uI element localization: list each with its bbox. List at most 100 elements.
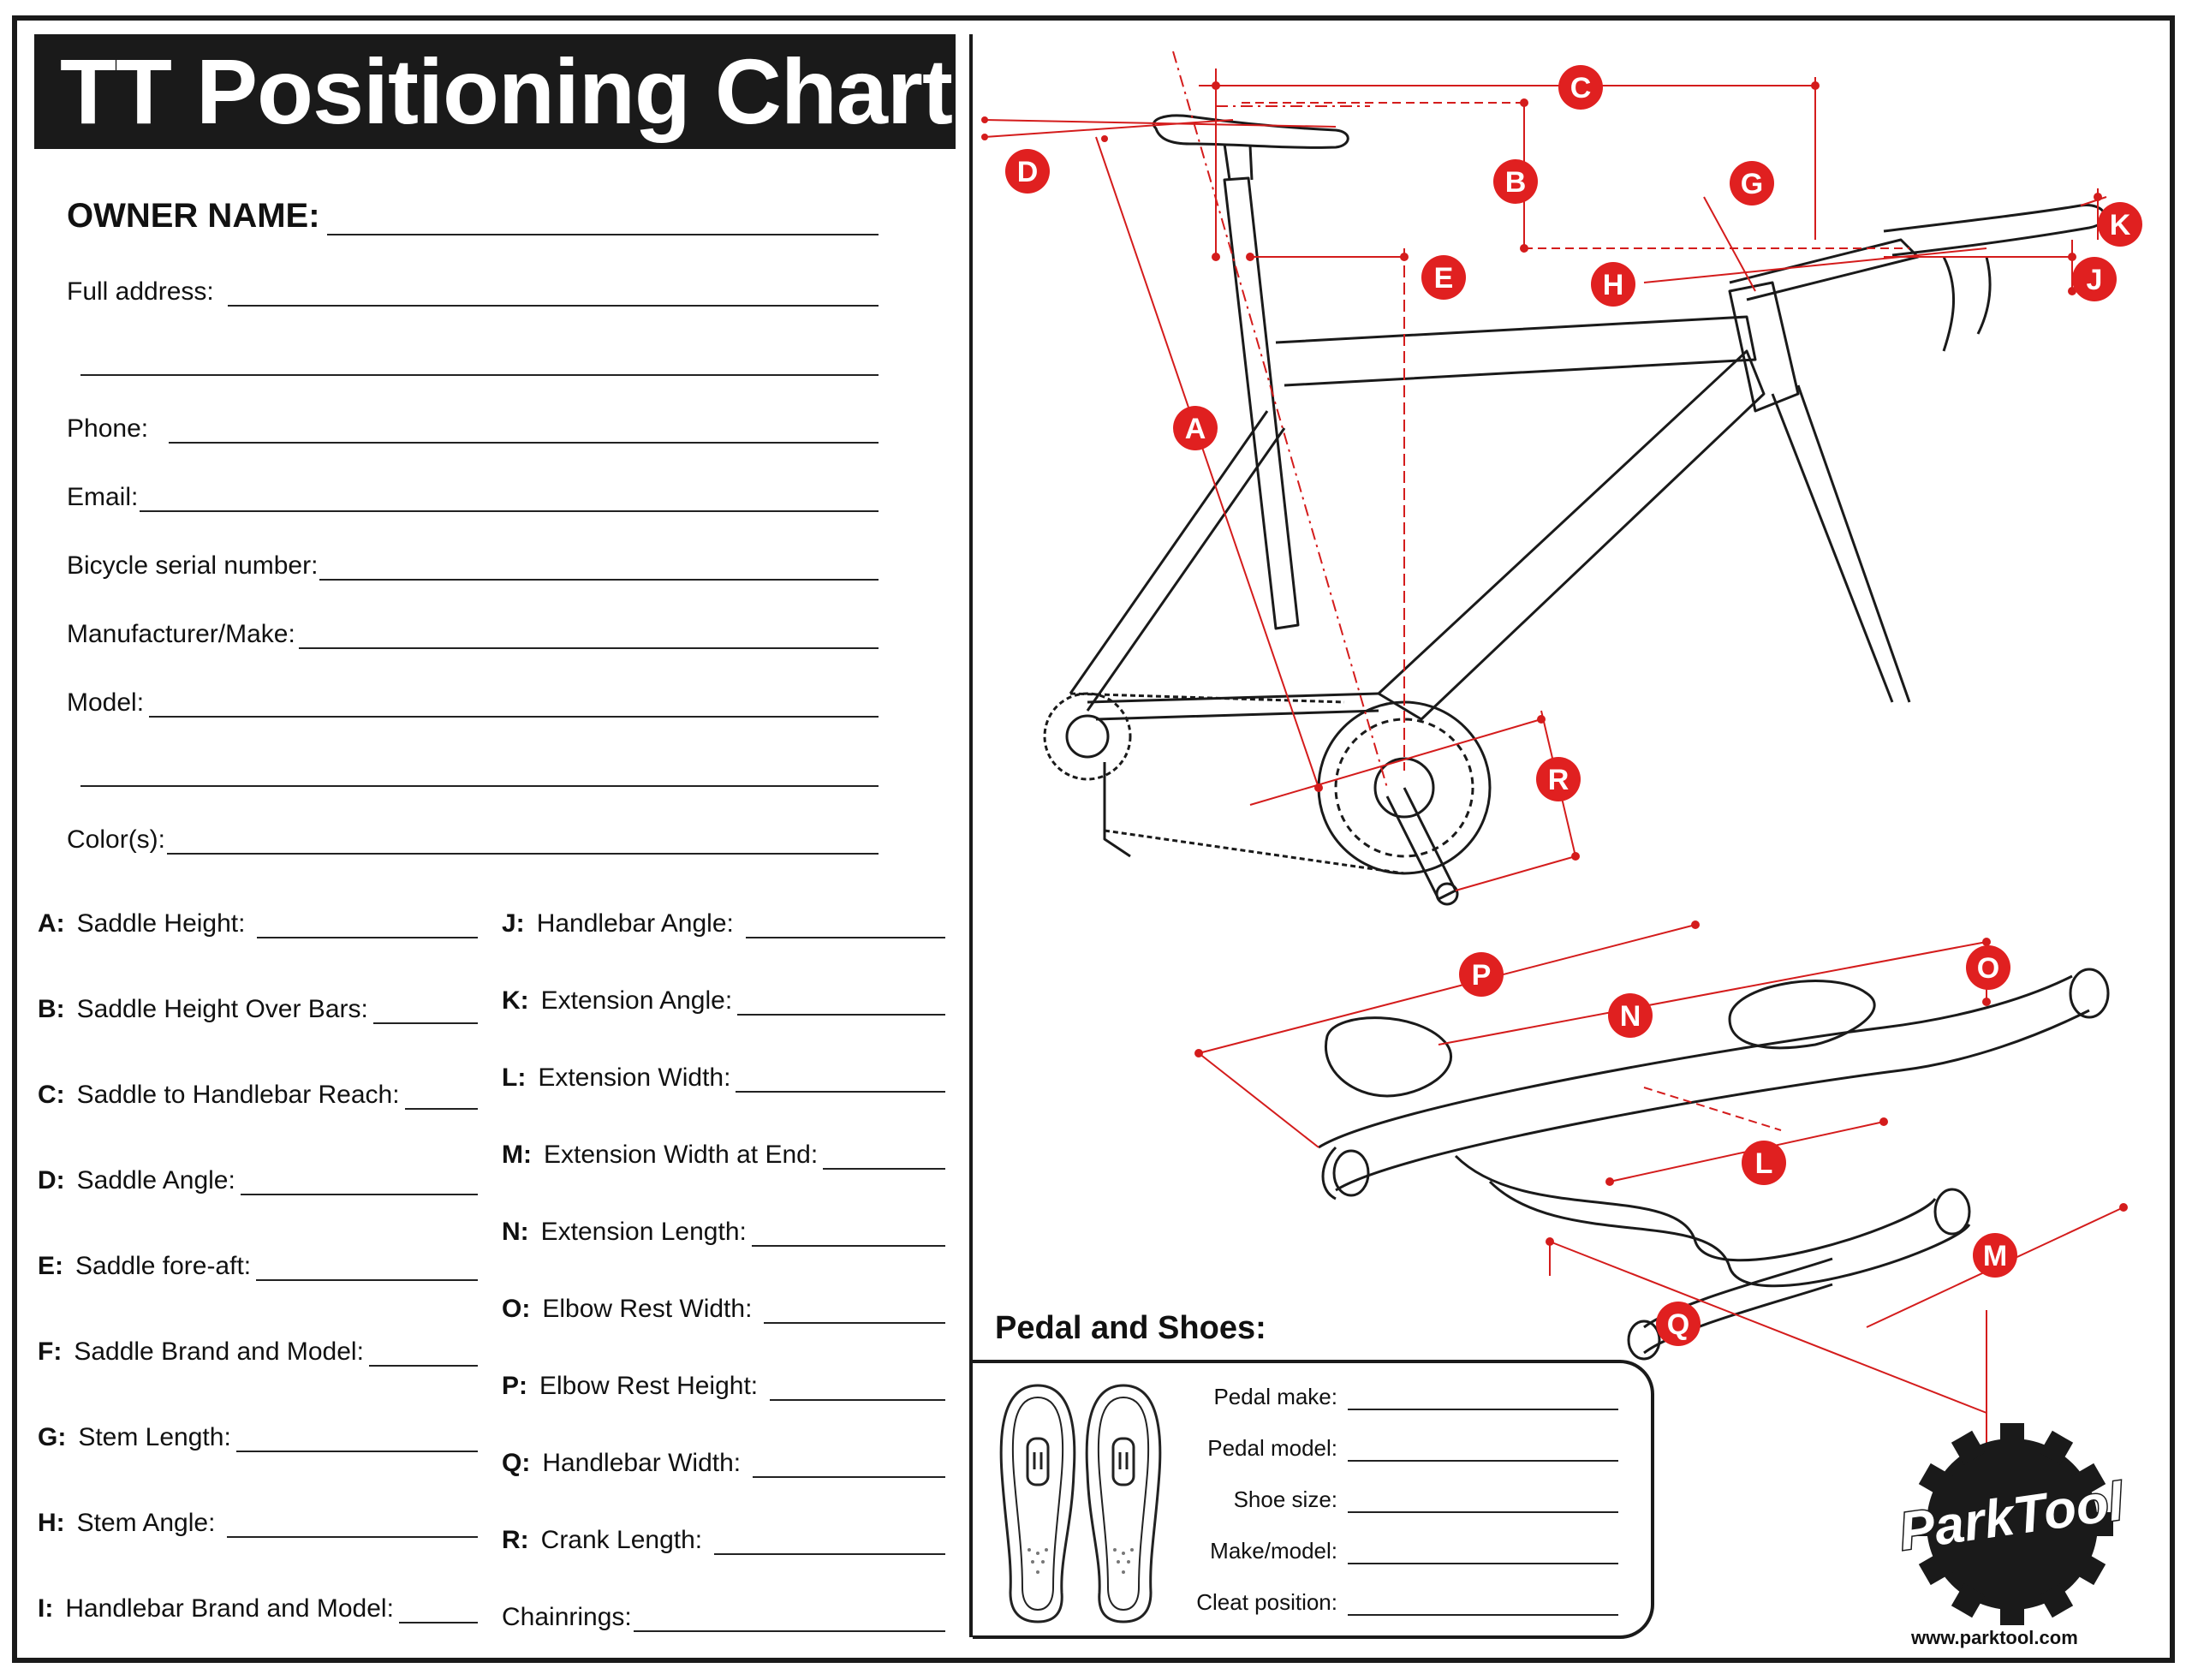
line-n[interactable] (751, 1219, 945, 1247)
line-e[interactable] (256, 1254, 478, 1281)
code-k: K: (502, 986, 529, 1015)
measurement-b[interactable]: B: Saddle Height Over Bars: (38, 995, 478, 1024)
measurement-k[interactable]: K: Extension Angle: (502, 986, 945, 1016)
shoe-size-label: Shoe size: (1233, 1486, 1337, 1512)
shoe-make-field[interactable]: Make/model: (1158, 1538, 1618, 1564)
marker-c: C (1558, 65, 1603, 110)
shoe-make-line[interactable] (1348, 1539, 1618, 1564)
pedal-model-label: Pedal model: (1207, 1435, 1337, 1461)
measurement-n[interactable]: N: Extension Length: (502, 1218, 945, 1247)
serial-line[interactable] (319, 553, 879, 581)
color-line[interactable] (167, 827, 879, 855)
shoe-size-field[interactable]: Shoe size: (1158, 1486, 1618, 1513)
make-line[interactable] (298, 622, 879, 649)
label-o: Elbow Rest Width: (542, 1295, 753, 1323)
measurement-h[interactable]: H: Stem Angle: (38, 1509, 478, 1538)
shoe-size-line[interactable] (1348, 1487, 1618, 1513)
line-c[interactable] (404, 1082, 478, 1110)
label-h: Stem Angle: (76, 1509, 216, 1537)
owner-name-field[interactable]: OWNER NAME: (67, 197, 879, 235)
cleat-position-label: Cleat position: (1196, 1589, 1337, 1615)
website-url[interactable]: www.parktool.com (1911, 1627, 2078, 1648)
label-d: Saddle Angle: (76, 1166, 235, 1194)
email-line[interactable] (140, 485, 879, 512)
line-k[interactable] (737, 988, 945, 1016)
line-o[interactable] (764, 1296, 945, 1324)
line-j[interactable] (745, 911, 945, 938)
measurement-c[interactable]: C: Saddle to Handlebar Reach: (38, 1081, 478, 1110)
code-b: B: (38, 995, 65, 1023)
model-field[interactable]: Model: (67, 688, 879, 718)
line-d[interactable] (240, 1168, 478, 1195)
label-q: Handlebar Width: (542, 1449, 742, 1477)
line-b[interactable] (372, 997, 478, 1024)
line-m[interactable] (823, 1142, 945, 1170)
svg-text:N: N (1620, 1000, 1641, 1033)
measurement-a[interactable]: A: Saddle Height: (38, 909, 478, 938)
line-h[interactable] (227, 1510, 478, 1538)
measurement-o[interactable]: O: Elbow Rest Width: (502, 1295, 945, 1324)
line-f[interactable] (368, 1339, 478, 1367)
email-field[interactable]: Email: (67, 483, 879, 512)
measurement-m[interactable]: M: Extension Width at End: (502, 1141, 945, 1170)
line-r[interactable] (714, 1528, 945, 1555)
code-f: F: (38, 1337, 63, 1366)
pedal-section-title: Pedal and Shoes: (995, 1310, 1266, 1346)
measurement-p[interactable]: P: Elbow Rest Height: (502, 1372, 945, 1401)
phone-field[interactable]: Phone: (67, 414, 879, 444)
address-line-2[interactable] (80, 373, 879, 376)
label-b: Saddle Height Over Bars: (76, 995, 368, 1023)
svg-text:O: O (1977, 952, 1999, 985)
model-line-2[interactable] (80, 784, 879, 787)
make-label: Manufacturer/Make: (67, 620, 295, 648)
owner-name-label: OWNER NAME: (67, 197, 320, 235)
pedal-make-field[interactable]: Pedal make: (1158, 1384, 1618, 1410)
chainrings-line[interactable] (633, 1605, 945, 1632)
line-l[interactable] (736, 1065, 945, 1093)
make-field[interactable]: Manufacturer/Make: (67, 620, 879, 649)
page-frame (12, 15, 2175, 1663)
measurement-j[interactable]: J: Handlebar Angle: (502, 909, 945, 938)
line-p[interactable] (770, 1373, 945, 1401)
phone-label: Phone: (67, 414, 149, 443)
address-field[interactable]: Full address: (67, 277, 879, 307)
measurement-e[interactable]: E: Saddle fore-aft: (38, 1252, 478, 1281)
line-q[interactable] (753, 1451, 945, 1478)
code-o: O: (502, 1295, 531, 1323)
svg-text:Q: Q (1667, 1308, 1689, 1341)
measurement-d[interactable]: D: Saddle Angle: (38, 1166, 478, 1195)
svg-text:R: R (1548, 764, 1570, 796)
measurement-f[interactable]: F: Saddle Brand and Model: (38, 1337, 478, 1367)
pedal-model-line[interactable] (1348, 1436, 1618, 1462)
model-line[interactable] (149, 690, 879, 718)
owner-name-line[interactable] (326, 208, 879, 235)
serial-field[interactable]: Bicycle serial number: (67, 551, 879, 581)
cleat-position-line[interactable] (1348, 1590, 1618, 1616)
phone-line[interactable] (169, 416, 879, 444)
measurement-g[interactable]: G: Stem Length: (38, 1423, 478, 1452)
measurement-q[interactable]: Q: Handlebar Width: (502, 1449, 945, 1478)
measurement-l[interactable]: L: Extension Width: (502, 1063, 945, 1093)
svg-text:K: K (2110, 209, 2131, 241)
line-i[interactable] (398, 1596, 478, 1623)
marker-l: L (1742, 1141, 1786, 1185)
line-a[interactable] (257, 911, 478, 938)
address-line[interactable] (227, 279, 879, 307)
marker-m: M (1973, 1233, 2017, 1278)
measurement-i[interactable]: I: Handlebar Brand and Model: (38, 1594, 478, 1623)
svg-text:G: G (1741, 168, 1763, 200)
chainrings-field[interactable]: Chainrings: (502, 1603, 945, 1632)
pedal-model-field[interactable]: Pedal model: (1158, 1435, 1618, 1462)
code-d: D: (38, 1166, 65, 1194)
label-r: Crank Length: (540, 1526, 703, 1554)
pedal-section-box (973, 1360, 1654, 1639)
line-g[interactable] (235, 1425, 478, 1452)
code-p: P: (502, 1372, 527, 1400)
label-p: Elbow Rest Height: (539, 1372, 759, 1400)
measurement-r[interactable]: R: Crank Length: (502, 1526, 945, 1555)
cleat-position-field[interactable]: Cleat position: (1158, 1589, 1618, 1616)
color-field[interactable]: Color(s): (67, 825, 879, 855)
code-q: Q: (502, 1449, 531, 1477)
pedal-make-line[interactable] (1348, 1385, 1618, 1410)
model-label: Model: (67, 688, 145, 717)
